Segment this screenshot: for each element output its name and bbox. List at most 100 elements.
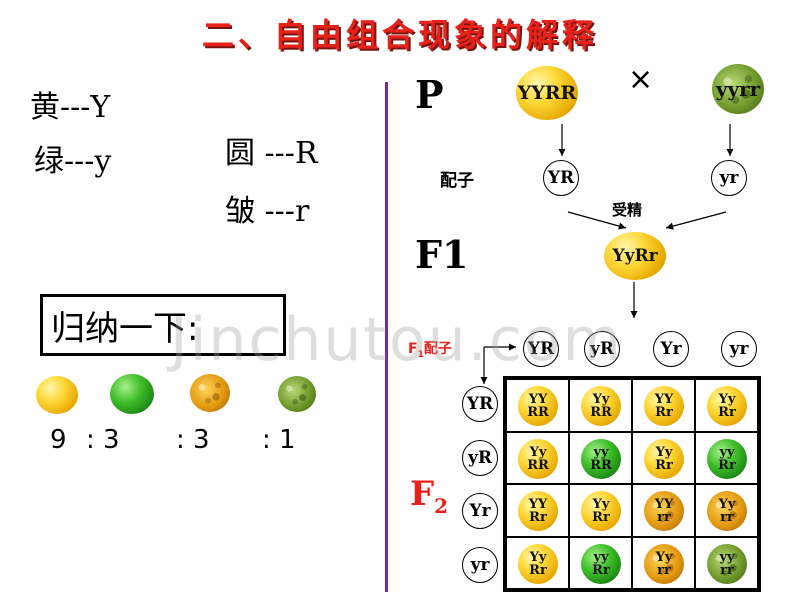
f2-f: F <box>410 474 435 514</box>
genotype-line-1: Yy <box>655 444 673 460</box>
genotype-line-2: rr <box>720 510 734 525</box>
ratio-9: 9 <box>50 425 67 455</box>
col-gamete-2: yR <box>584 331 620 367</box>
pea-yellow-round <box>36 376 78 414</box>
parent1-label: YYRR <box>517 81 577 104</box>
cross-sign: × <box>628 62 654 97</box>
genotype-line-2: Rr <box>655 405 673 420</box>
gamete-label: 配子 <box>440 171 474 191</box>
genotype-line-2: RR <box>590 457 612 473</box>
genotype-line-2: Rr <box>718 457 736 473</box>
row-gamete-2: yR <box>462 440 498 476</box>
slide-title: 二、自由组合现象的解释 <box>201 16 598 54</box>
pea-yellow-wrinkled <box>190 374 230 412</box>
legend-wrinkled: 皱 ---r <box>225 194 310 229</box>
genotype-line-1: Yy <box>529 444 547 460</box>
genotype-line-1: Yy <box>529 549 547 565</box>
genotype-line-2: rr <box>657 510 671 525</box>
legend-yellow: 黄---Y <box>30 90 111 125</box>
f1-label: F1 <box>415 232 469 277</box>
col-gamete-3: Yr <box>653 331 689 367</box>
f1-pea: YyRr <box>604 232 666 280</box>
p-label: P <box>415 72 444 117</box>
arrow-gamete1-f1 <box>567 211 627 230</box>
pea-green-wrinkled <box>278 376 316 412</box>
genotype-line-1: yy <box>593 444 609 460</box>
row-gamete-1: YR <box>462 386 498 422</box>
genotype-line-1: Yy <box>592 497 610 512</box>
fertilization-label: 受精 <box>612 201 643 219</box>
genotype-line-2: RR <box>527 457 549 473</box>
genotype-line-1: YY <box>654 392 674 407</box>
parent-yyrr-recessive: yyrr <box>712 64 764 114</box>
ratio-3b: : 3 <box>176 425 210 455</box>
divider-line <box>385 82 388 592</box>
arrow-gamete2-f1 <box>665 211 727 230</box>
genotype-line-1: yy <box>593 549 609 565</box>
genotype-line-2: RR <box>527 405 549 420</box>
ratio-3a: : 3 <box>86 425 120 455</box>
gamete-yr-dominant: YR <box>543 160 579 196</box>
summary-box: 归纳一下: <box>40 294 286 356</box>
parent2-label: yyrr <box>715 77 761 101</box>
genotype-line-2: rr <box>657 562 671 578</box>
f2-label: F2 <box>410 474 448 518</box>
col-gamete-4: yr <box>721 331 757 367</box>
f1-genotype: YyRr <box>612 245 658 266</box>
genotype-line-1: Yy <box>718 497 736 512</box>
legend-round: 圆 ---R <box>225 136 318 171</box>
f1-gamete-f: F <box>408 341 418 357</box>
pea-green-round <box>110 374 154 414</box>
genotype-line-1: yy <box>719 444 735 460</box>
genotype-line-2: rr <box>720 562 734 578</box>
genotype-line-2: Rr <box>529 562 547 578</box>
genotype-line-1: Yy <box>592 392 610 407</box>
genotype-line-2: Rr <box>592 510 610 525</box>
genotype-line-1: Yy <box>655 549 673 565</box>
